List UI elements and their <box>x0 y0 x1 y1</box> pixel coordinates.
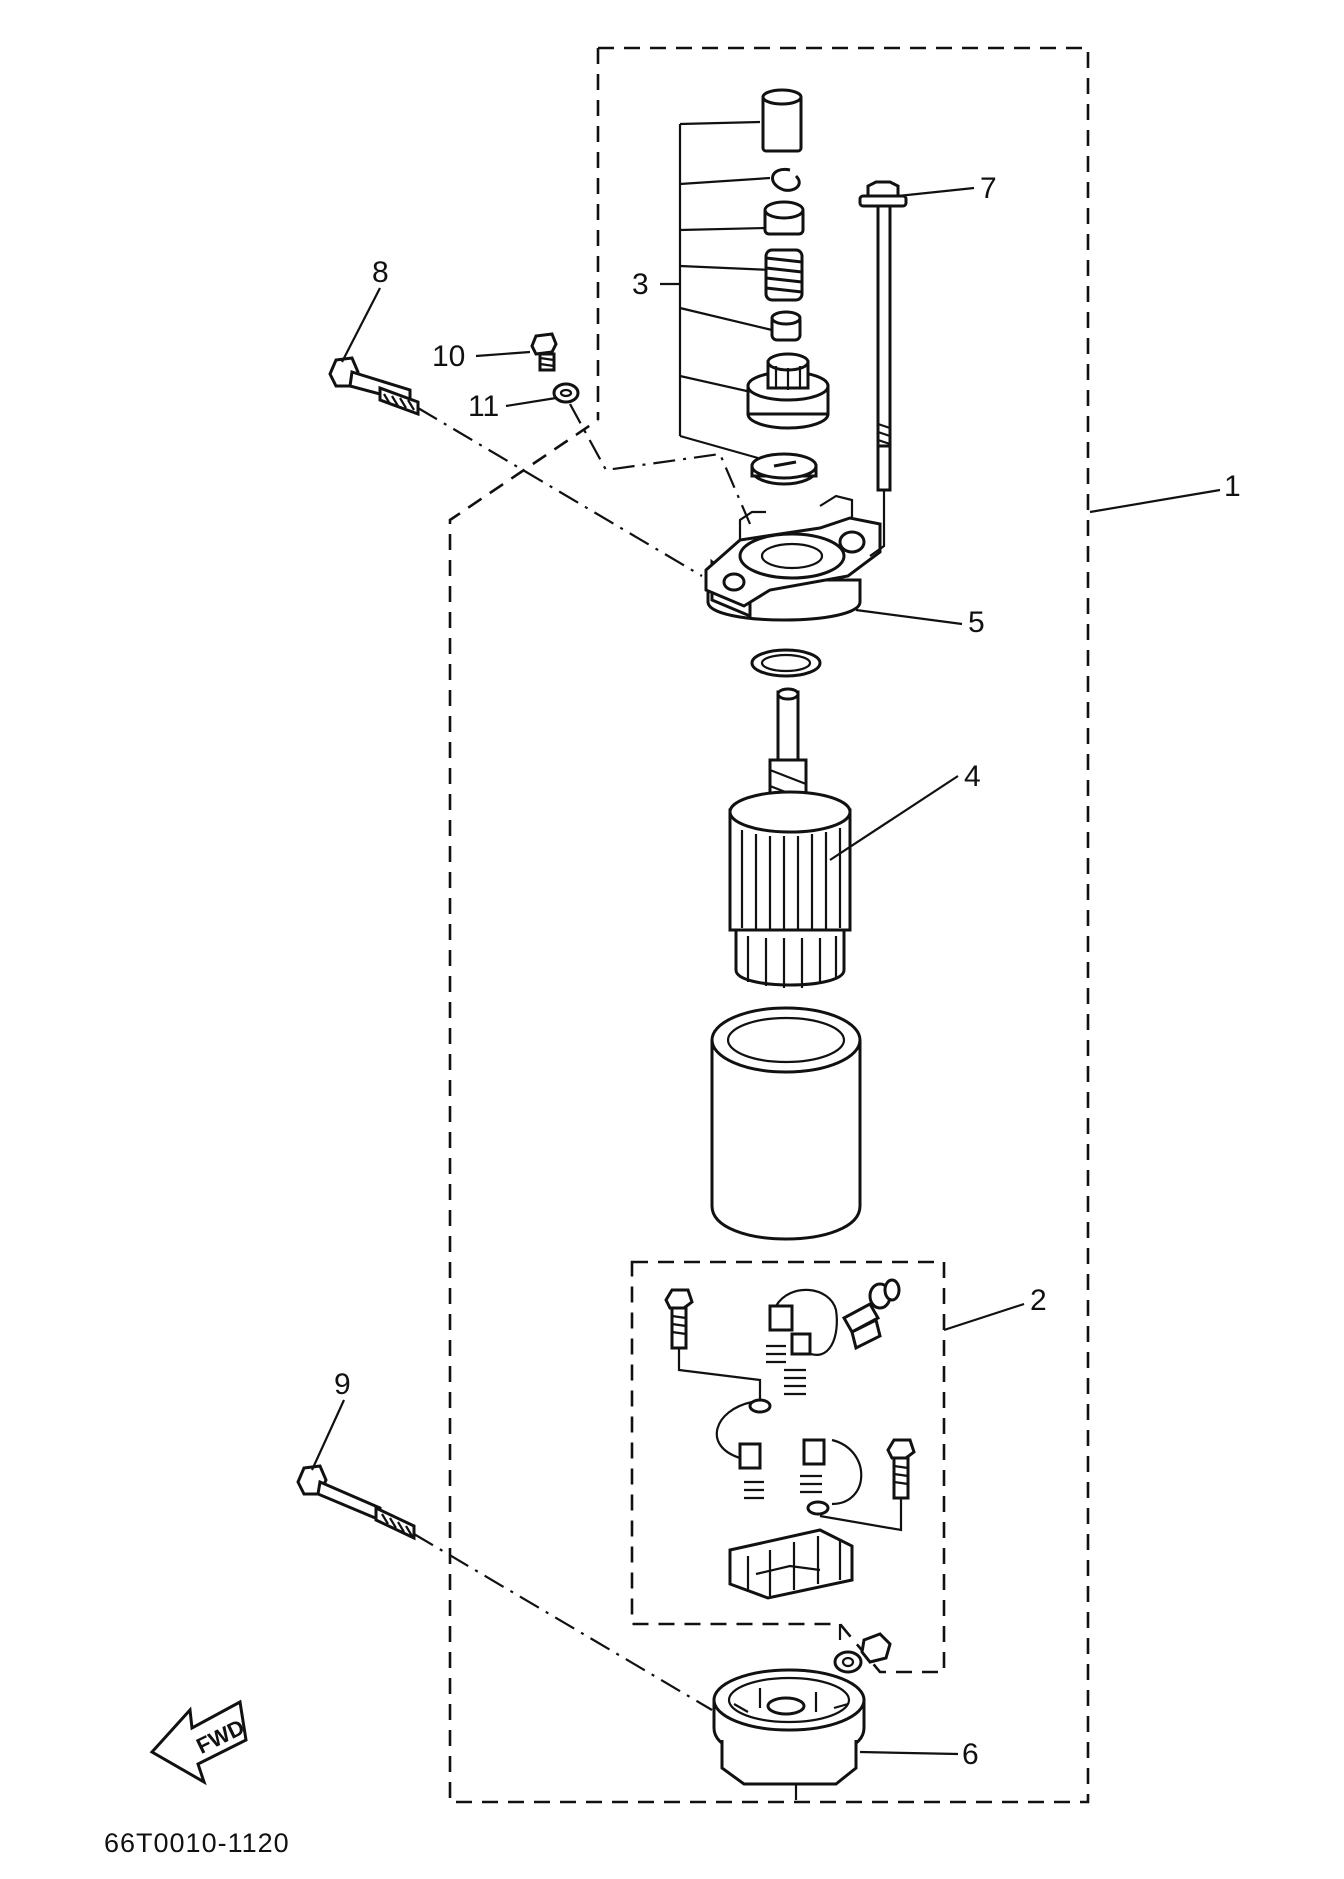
pinion-gear <box>746 352 830 430</box>
brush-lead-wires <box>677 1348 903 1532</box>
bolt-9 <box>296 1464 416 1541</box>
leader-lines <box>310 186 1221 1756</box>
callout-6: 6 <box>962 1738 979 1771</box>
armature-4 <box>728 687 852 988</box>
callout-9: 9 <box>334 1368 351 1401</box>
alignment-line-bolt-9 <box>413 1533 713 1711</box>
yoke <box>710 1006 862 1241</box>
callout-5: 5 <box>968 606 985 639</box>
spring-cap <box>770 310 802 342</box>
alignment-line-screw-10 <box>569 403 752 525</box>
callout-8: 8 <box>372 256 389 289</box>
assembly-boundary-1 <box>448 46 1090 1804</box>
terminal-nut-and-washer <box>833 1624 892 1674</box>
callout-1: 1 <box>1224 470 1241 503</box>
pinion-stopper <box>761 88 803 153</box>
brush-lead-lower <box>715 1398 863 1516</box>
callout-3: 3 <box>632 268 649 301</box>
circlip <box>771 167 801 192</box>
callout-2: 2 <box>1030 1284 1047 1317</box>
callout-11: 11 <box>468 390 499 423</box>
callout-10: 10 <box>432 340 465 373</box>
drive-parts-bracket-3 <box>660 120 773 460</box>
brush-holder-screw-right <box>886 1438 916 1500</box>
callout-4: 4 <box>964 760 981 793</box>
drawing-code: 66T0010-1120 <box>104 1828 290 1858</box>
pinion-spring <box>764 248 804 302</box>
callout-7: 7 <box>980 172 997 205</box>
brush-holder-screw-upper <box>664 1288 694 1350</box>
drive-washer <box>750 452 818 486</box>
alignment-line-bolt-7 <box>869 490 886 557</box>
terminal-bolt <box>841 1278 901 1351</box>
housing-o-ring <box>750 648 822 678</box>
brush-lead-upper <box>766 1288 838 1396</box>
end-cover-6 <box>712 1668 866 1800</box>
stopper-collar <box>763 200 805 236</box>
drive-end-housing-5 <box>704 494 882 622</box>
brush-assembly-boundary-2 <box>630 1260 946 1674</box>
screw-10 <box>530 332 558 372</box>
washer-11 <box>552 382 580 404</box>
through-bolt-7 <box>858 180 908 492</box>
alignment-line-bolt-8 <box>417 407 703 577</box>
forward-direction-arrow: FWD <box>149 1699 248 1786</box>
brush-plate <box>728 1528 854 1600</box>
bolt-8 <box>328 356 420 417</box>
